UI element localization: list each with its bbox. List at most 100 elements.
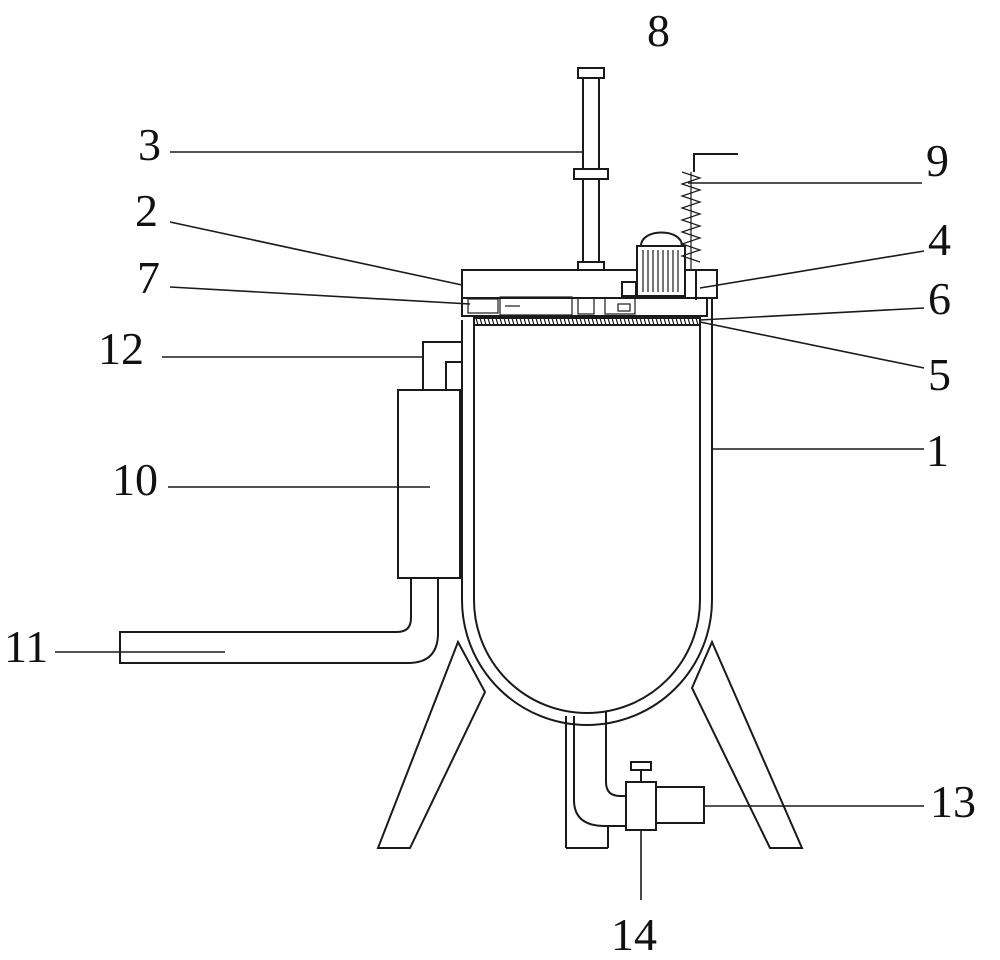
motor: [621, 231, 686, 297]
filter-tooth: [507, 317, 511, 326]
tank-outer-wall: [461, 270, 713, 726]
label-1: 1: [926, 425, 949, 476]
label-10: 10: [112, 454, 158, 505]
filter-tooth: [503, 317, 507, 326]
filter-tooth: [691, 317, 695, 326]
filter-tooth: [539, 317, 543, 326]
filter-tooth: [495, 317, 499, 326]
filter-tooth: [675, 317, 679, 326]
tank-inner-wall: [473, 324, 701, 714]
upper-pipe-inner: [445, 361, 462, 390]
label-4: 4: [928, 214, 951, 265]
filter-tooth: [563, 317, 567, 326]
motor-ribs: [642, 250, 679, 292]
support-legs: [376, 639, 804, 849]
filter-tooth: [631, 317, 635, 326]
filter-tooth: [683, 317, 687, 326]
leader-2: [169, 221, 463, 286]
filter-tooth: [511, 317, 515, 326]
filter-tooth: [515, 317, 519, 326]
filter-tooth: [579, 317, 583, 326]
filter-tooth: [663, 317, 667, 326]
filter-tooth: [687, 317, 691, 326]
filter-teeth: [475, 317, 699, 326]
label-8: 8: [647, 5, 670, 56]
filter-tooth: [479, 317, 483, 326]
filter-tooth: [531, 317, 535, 326]
bottom-outlet: [565, 712, 705, 849]
filter-screen: [473, 317, 701, 326]
filter-tooth: [603, 317, 607, 326]
filter-tooth: [587, 317, 591, 326]
outlet-nozzle: [655, 786, 705, 824]
filter-tooth: [535, 317, 539, 326]
motor-mount: [621, 281, 637, 297]
elbow-pipe-inner: [605, 712, 626, 797]
label-13: 13: [930, 776, 976, 827]
filter-tooth: [575, 317, 579, 326]
leader-lines: [55, 151, 925, 900]
label-3: 3: [138, 119, 161, 170]
tank-body: [461, 270, 713, 726]
filter-tooth: [567, 317, 571, 326]
filter-tooth: [619, 317, 623, 326]
filter-tooth: [655, 317, 659, 326]
cylinder-cap: [577, 67, 605, 79]
filter-tooth: [599, 317, 603, 326]
label-5: 5: [928, 349, 951, 400]
filter-tooth: [627, 317, 631, 326]
filter-tooth: [547, 317, 551, 326]
upper-pipe-outer: [422, 341, 462, 390]
left-leg: [376, 639, 487, 849]
label-6: 6: [928, 273, 951, 324]
filter-tooth: [551, 317, 555, 326]
label-11: 11: [4, 621, 48, 672]
side-filter-unit: [119, 341, 462, 664]
coupling-block: [604, 297, 636, 315]
motor-housing: [636, 245, 686, 297]
filter-tooth: [695, 317, 699, 326]
filter-tooth: [487, 317, 491, 326]
filter-tooth: [615, 317, 619, 326]
leader-6: [699, 307, 925, 321]
filter-tooth: [559, 317, 563, 326]
filter-tooth: [519, 317, 523, 326]
filter-tooth: [671, 317, 675, 326]
filter-tooth: [483, 317, 487, 326]
elbow-pipe-outer: [573, 716, 626, 827]
filter-tooth: [635, 317, 639, 326]
filter-tooth: [523, 317, 527, 326]
filter-tooth: [651, 317, 655, 326]
motor-dome: [639, 231, 684, 247]
label-7: 7: [137, 252, 160, 303]
filter-tooth: [543, 317, 547, 326]
leader-4: [699, 250, 925, 289]
right-leg: [690, 639, 804, 849]
filter-tooth: [647, 317, 651, 326]
label-9: 9: [926, 135, 949, 186]
filter-tooth: [667, 317, 671, 326]
filter-tooth: [643, 317, 647, 326]
filter-tooth: [611, 317, 615, 326]
filter-tooth: [527, 317, 531, 326]
filter-tooth: [583, 317, 587, 326]
filter-tooth: [499, 317, 503, 326]
spring-coil: [680, 171, 702, 263]
filter-tooth: [607, 317, 611, 326]
cylinder-assembly: [573, 67, 609, 271]
outlet-pipe: [119, 578, 439, 664]
valve-handle: [630, 761, 652, 771]
filter-tooth: [639, 317, 643, 326]
spring-handle: [680, 153, 738, 300]
filter-tooth: [571, 317, 575, 326]
filter-tooth: [679, 317, 683, 326]
label-12: 12: [98, 323, 144, 374]
filter-tooth: [591, 317, 595, 326]
filter-tooth: [555, 317, 559, 326]
cylinder-collar: [573, 168, 609, 180]
filter-tooth: [623, 317, 627, 326]
part-labels: 3 2 7 12 10 11 8 9 4 6 5 1 13 14: [4, 5, 976, 960]
cylinder-base: [577, 261, 605, 271]
filter-tooth: [475, 317, 479, 326]
